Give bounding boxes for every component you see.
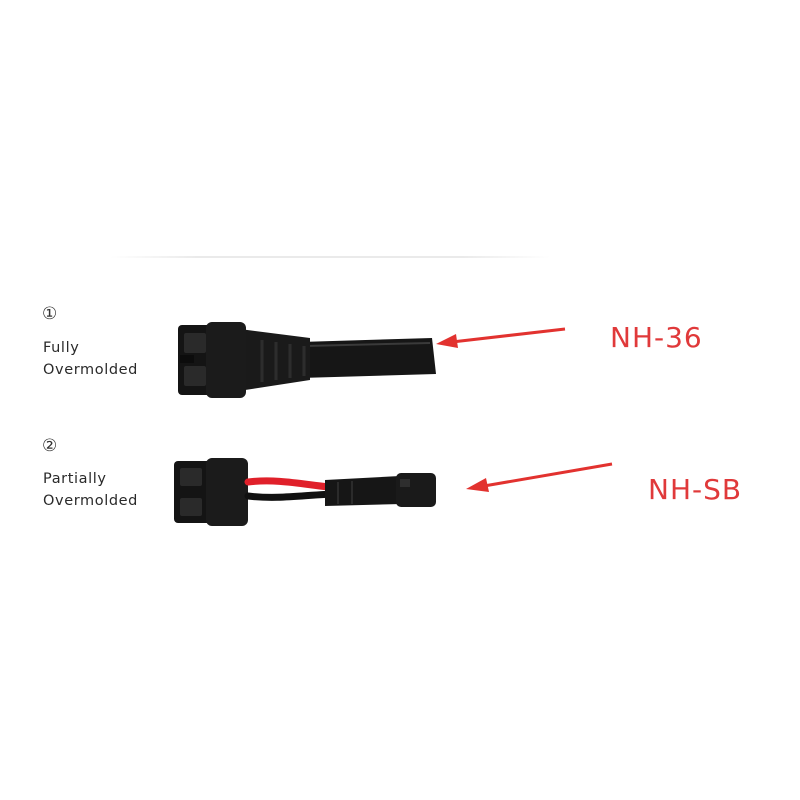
item-1-label-line2: Overmolded [43,362,138,378]
item-1-label-line1: Fully [43,340,80,356]
item-1-label: Fully Overmolded [43,337,138,381]
model-code-1: NH-36 [610,321,703,354]
arrow-2-icon [466,462,613,492]
item-2-label-line2: Overmolded [43,493,138,509]
item-2-label: Partially Overmolded [43,468,138,512]
item-2-label-line1: Partially [43,471,107,487]
model-code-2: NH-SB [648,473,743,506]
arrow-1-icon [436,327,566,348]
faint-divider [110,256,550,258]
item-2-number: ② [42,436,58,456]
item-1-number: ① [42,304,58,324]
